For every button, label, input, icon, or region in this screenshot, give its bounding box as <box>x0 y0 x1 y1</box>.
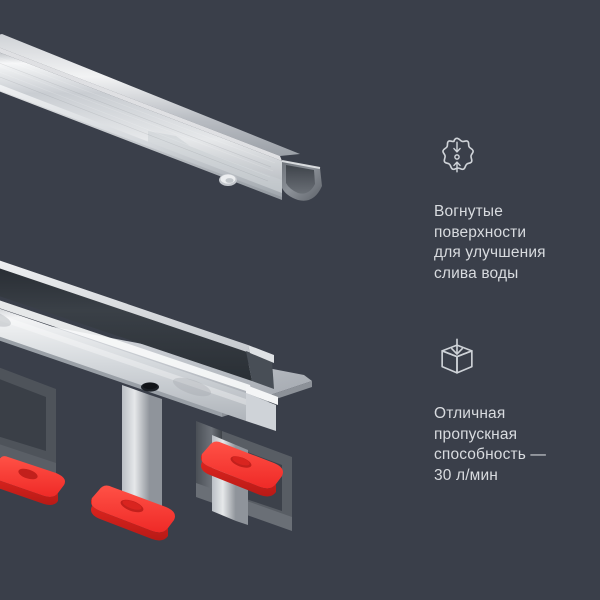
stainless-channel-rail <box>0 34 322 201</box>
concave-flower-icon <box>442 137 474 173</box>
red-adjustable-foot <box>0 456 65 505</box>
cube-inflow-icon <box>441 338 473 374</box>
feature-text: Вогнутые поверхности для улучшения слива… <box>434 203 546 282</box>
red-adjustable-foot <box>91 485 175 541</box>
feature-item-flow-capacity: Отличная пропускная способность — 30 л/м… <box>434 336 594 486</box>
feature-item-concave-surfaces: Вогнутые поверхности для улучшения слива… <box>434 134 594 284</box>
red-adjustable-foot <box>201 441 283 497</box>
linear-shower-drain <box>0 260 312 541</box>
feature-list: Вогнутые поверхности для улучшения слива… <box>434 134 594 538</box>
drain-body <box>0 260 312 431</box>
drain-cover-strip <box>0 266 252 381</box>
feature-text: Отличная пропускная способность — 30 л/м… <box>434 405 547 484</box>
